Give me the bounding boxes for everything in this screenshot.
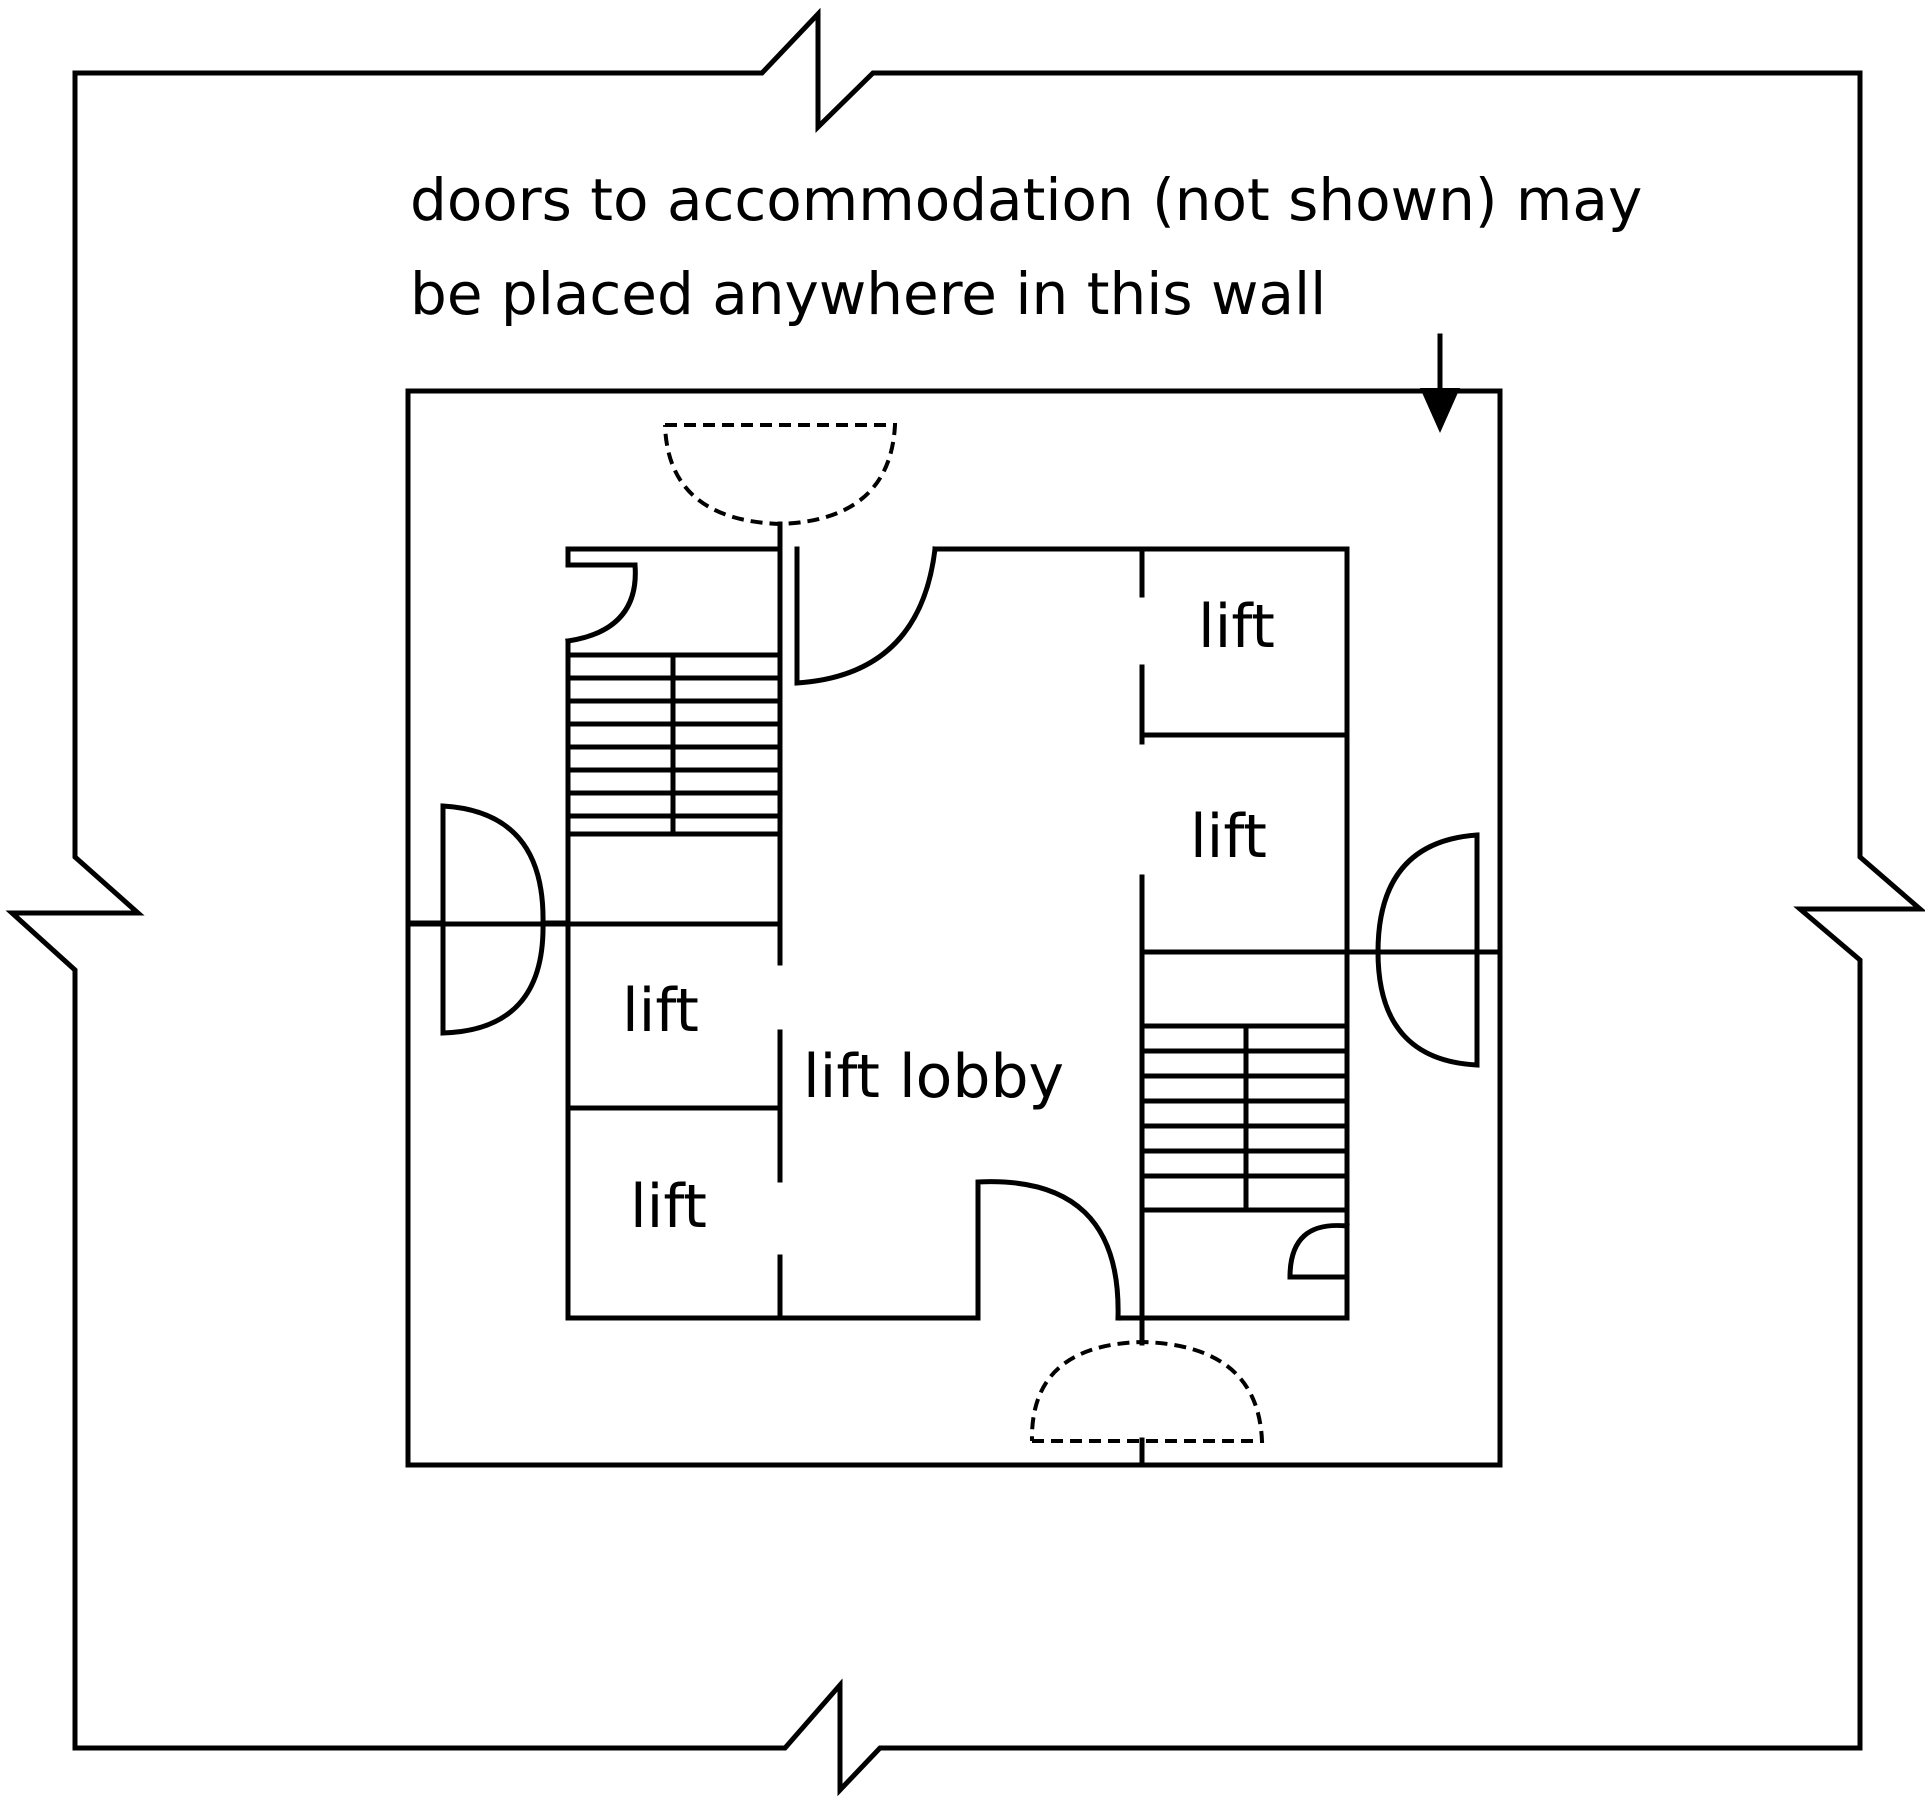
right-staircase <box>1139 1023 1350 1213</box>
lift-label-mid-right: lift <box>1190 802 1267 872</box>
right-lobby-door <box>1344 832 1503 1068</box>
lift-label-left-upper: lift <box>622 976 699 1046</box>
bottom-dashed-door <box>1029 1339 1265 1468</box>
lobby-label: lift lobby <box>803 1042 1064 1112</box>
lift-label-top-right: lift <box>1198 592 1275 662</box>
lobby-door-swing-top <box>794 546 938 686</box>
lift-label-left-lower: lift <box>630 1172 707 1242</box>
lobby-door-swing-bottom <box>975 1179 1121 1321</box>
annotation-line-2: be placed anywhere in this wall <box>410 260 1326 328</box>
annotation-arrow <box>1420 333 1460 433</box>
left-staircase <box>565 652 783 837</box>
annotation-line-1: doors to accommodation (not shown) may <box>410 166 1642 234</box>
left-lobby-door <box>405 803 571 1036</box>
stair-door-swing-bottom-right <box>1287 1222 1350 1280</box>
protected-lobby-wall <box>405 388 1503 1468</box>
outer-building-wall <box>5 7 1925 1797</box>
top-dashed-door <box>663 423 898 552</box>
stair-door-swing-top-left <box>565 562 638 644</box>
